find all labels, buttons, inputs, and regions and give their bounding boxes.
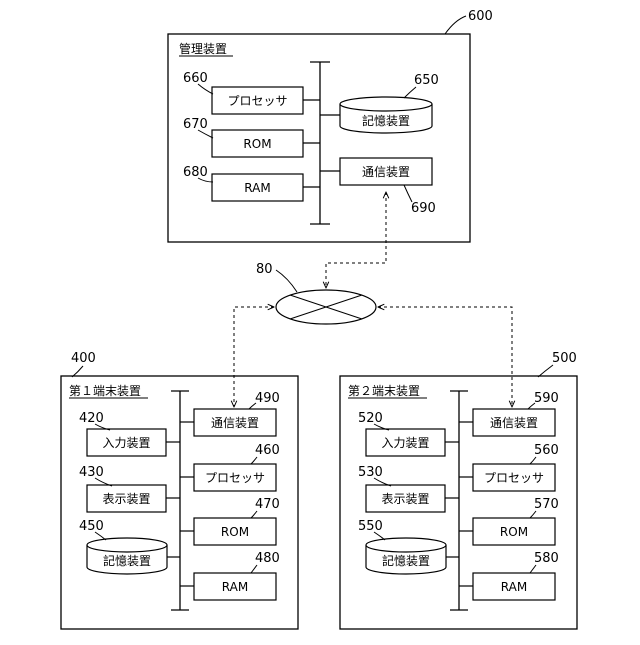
server-processor-ref: 660 (183, 71, 208, 86)
terminal2-comm-ref-leader (528, 403, 535, 409)
terminal1-input-ref: 420 (79, 411, 104, 426)
network-ref: 80 (256, 262, 273, 277)
terminal2-storage-label: 記憶装置 (382, 553, 430, 568)
terminal2-ram-ref: 580 (534, 551, 559, 566)
terminal1-comm-ref: 490 (255, 391, 280, 406)
server-ref-leader (445, 16, 466, 34)
terminal1-input-label: 入力装置 (102, 436, 150, 450)
link-server-network (326, 192, 386, 288)
terminal2-processor-ref: 560 (534, 443, 559, 458)
terminal1-processor-ref-leader (251, 457, 257, 464)
terminal1-ram-label: RAM (222, 580, 248, 594)
terminal1-display-label: 表示装置 (102, 492, 150, 506)
terminal1-ref-number: 400 (71, 351, 96, 366)
server-rom-ref: 670 (183, 117, 208, 132)
terminal1-rom-ref-leader (251, 511, 257, 518)
terminal2-display-label: 表示装置 (381, 492, 429, 506)
terminal2-rom-ref: 570 (534, 497, 559, 512)
terminal2-comm-ref: 590 (534, 391, 559, 406)
terminal1-display-ref: 430 (79, 465, 104, 480)
terminal1-title: 第１端末装置 (69, 384, 141, 398)
terminal2-display-ref: 530 (358, 465, 383, 480)
terminal1-rom-ref: 470 (255, 497, 280, 512)
terminal1-storage-ref: 450 (79, 519, 104, 534)
terminal2-ram-label: RAM (501, 580, 527, 594)
server-group: 管理装置 600 プロセッサ 660 ROM 670 RAM 680 記憶装置 (168, 9, 493, 242)
terminal2-ram-ref-leader (530, 565, 536, 573)
terminal2-ref-number: 500 (552, 351, 577, 366)
terminal1-ram-ref: 480 (255, 551, 280, 566)
terminal1-group: 第１端末装置 400 入力装置 420 表示装置 430 記憶装置 450 通信… (61, 351, 298, 629)
server-storage-ref: 650 (414, 73, 439, 88)
terminal2-comm-label: 通信装置 (490, 416, 538, 430)
terminal2-title: 第２端末装置 (348, 384, 420, 398)
server-comm-ref: 690 (411, 201, 436, 216)
server-rom-label: ROM (243, 137, 271, 151)
terminal1-processor-label: プロセッサ (205, 471, 265, 485)
terminal2-processor-ref-leader (530, 457, 536, 464)
server-comm-ref-leader (404, 185, 412, 202)
terminal1-rom-label: ROM (221, 525, 249, 539)
terminal1-comm-ref-leader (249, 403, 256, 409)
terminal2-storage-ref: 550 (358, 519, 383, 534)
terminal1-processor-ref: 460 (255, 443, 280, 458)
server-title: 管理装置 (179, 41, 227, 56)
terminal2-rom-ref-leader (530, 511, 536, 518)
server-comm-label: 通信装置 (362, 165, 410, 179)
terminal1-ram-ref-leader (251, 565, 257, 573)
server-ram-label: RAM (244, 181, 270, 195)
terminal1-comm-label: 通信装置 (211, 416, 259, 430)
terminal2-group: 第２端末装置 500 入力装置 520 表示装置 530 記憶装置 550 通信… (340, 351, 577, 629)
terminal2-processor-label: プロセッサ (484, 471, 544, 485)
terminal1-storage-label: 記憶装置 (103, 553, 151, 568)
server-ram-ref: 680 (183, 165, 208, 180)
terminal2-rom-label: ROM (500, 525, 528, 539)
server-storage-ref-leader (404, 87, 416, 98)
server-processor-label: プロセッサ (227, 94, 287, 108)
network-ref-leader (276, 270, 297, 292)
server-ref-number: 600 (468, 9, 493, 24)
terminal2-input-label: 入力装置 (381, 436, 429, 450)
server-storage-label: 記憶装置 (362, 113, 410, 128)
terminal2-input-ref: 520 (358, 411, 383, 426)
terminal2-ref-leader (538, 365, 553, 377)
